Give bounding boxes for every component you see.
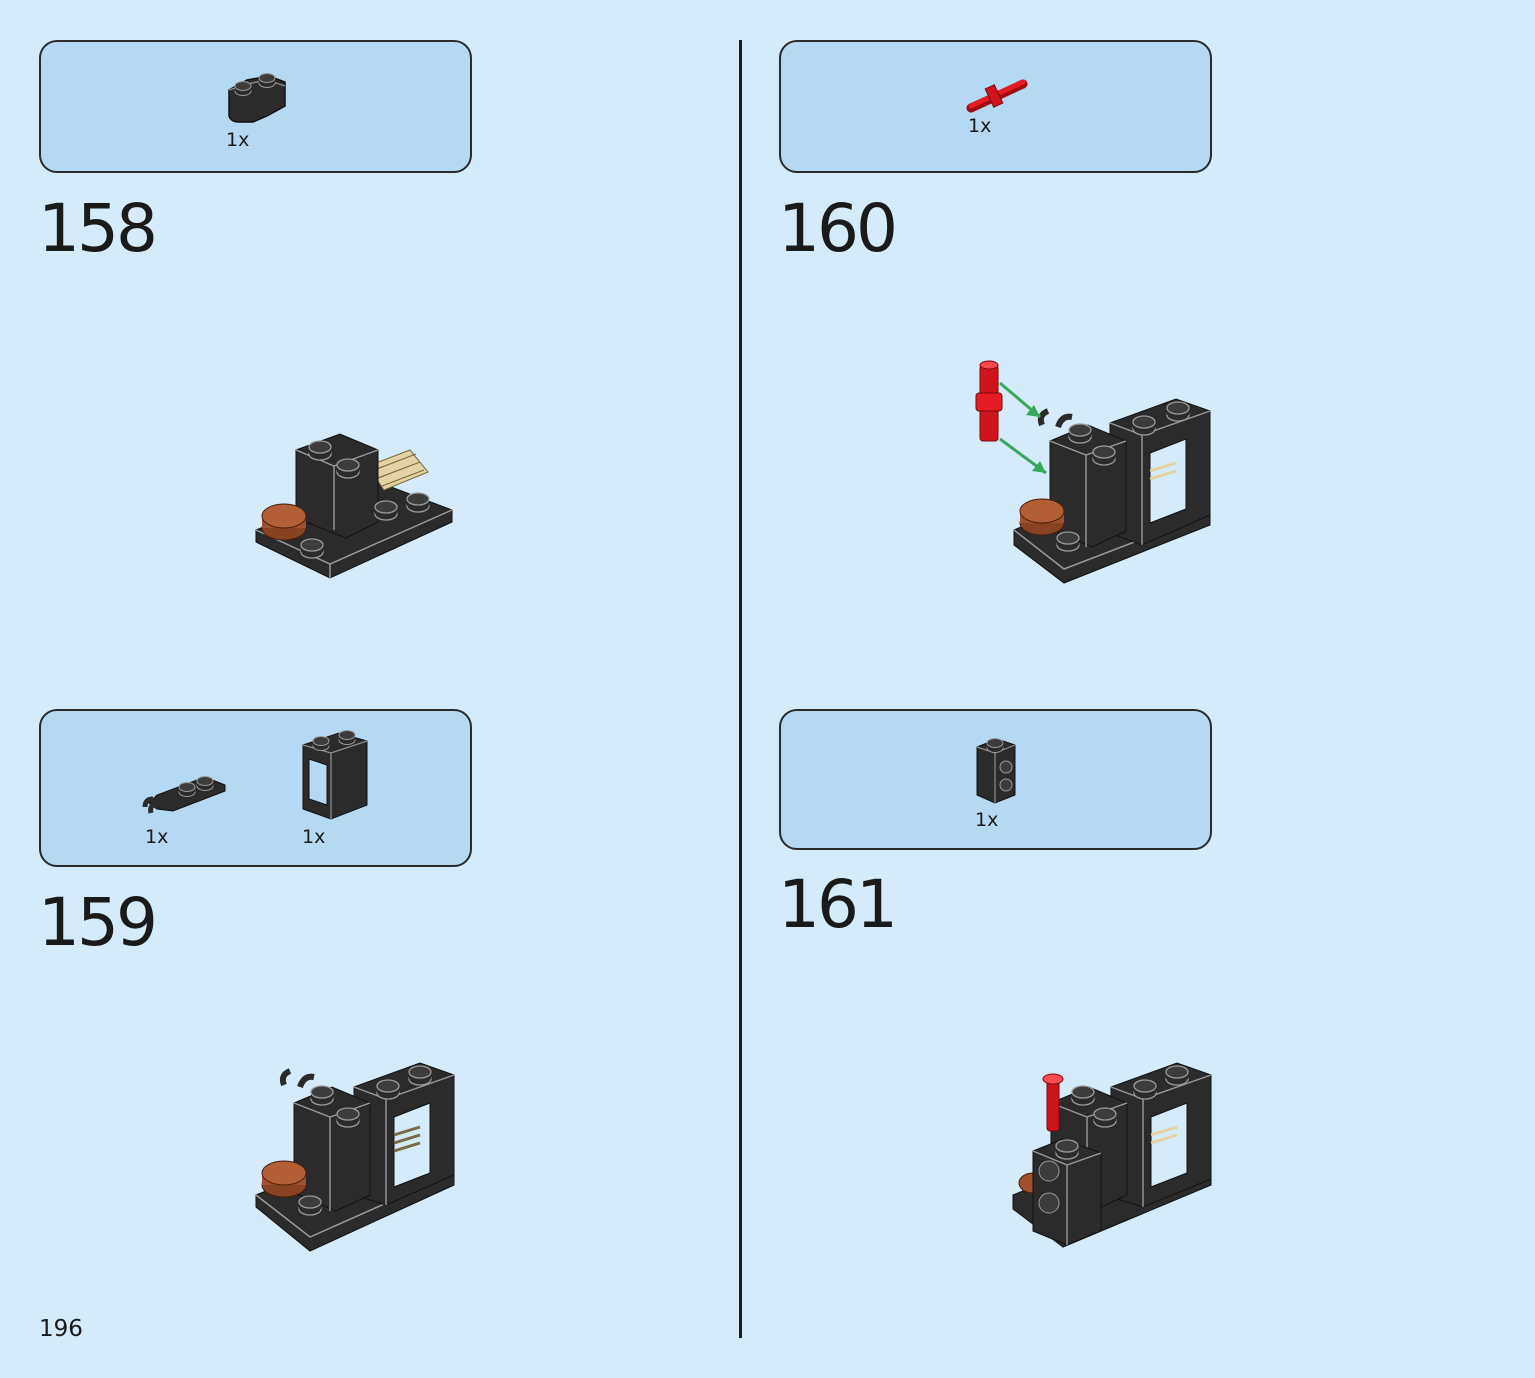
black-brick-studs-side-icon	[976, 738, 1016, 804]
page-divider	[739, 40, 742, 1338]
parts-box-step-159: 1x 1x	[39, 709, 472, 867]
step-160-assembly-illustration	[975, 360, 1211, 584]
part-quantity: 1x	[145, 826, 169, 848]
step-161-assembly-illustration	[1012, 1062, 1212, 1248]
parts-box-step-161: 1x	[779, 709, 1212, 850]
black-curved-brick-icon	[228, 73, 286, 123]
step-number: 160	[778, 190, 898, 267]
step-number: 158	[38, 190, 158, 267]
red-bar-icon	[966, 79, 1028, 113]
black-clip-plate-icon	[142, 776, 226, 814]
step-number: 159	[38, 884, 158, 961]
part-quantity: 1x	[968, 115, 992, 137]
step-159-assembly-illustration	[255, 1062, 455, 1252]
part-quantity: 1x	[226, 129, 250, 151]
part-quantity: 1x	[975, 809, 999, 831]
black-window-frame-icon	[302, 730, 368, 820]
parts-box-step-160: 1x	[779, 40, 1212, 173]
step-158-assembly-illustration	[255, 433, 453, 579]
parts-box-step-158: 1x	[39, 40, 472, 173]
part-quantity: 1x	[302, 826, 326, 848]
step-number: 161	[778, 866, 898, 943]
page-number: 196	[39, 1316, 83, 1342]
